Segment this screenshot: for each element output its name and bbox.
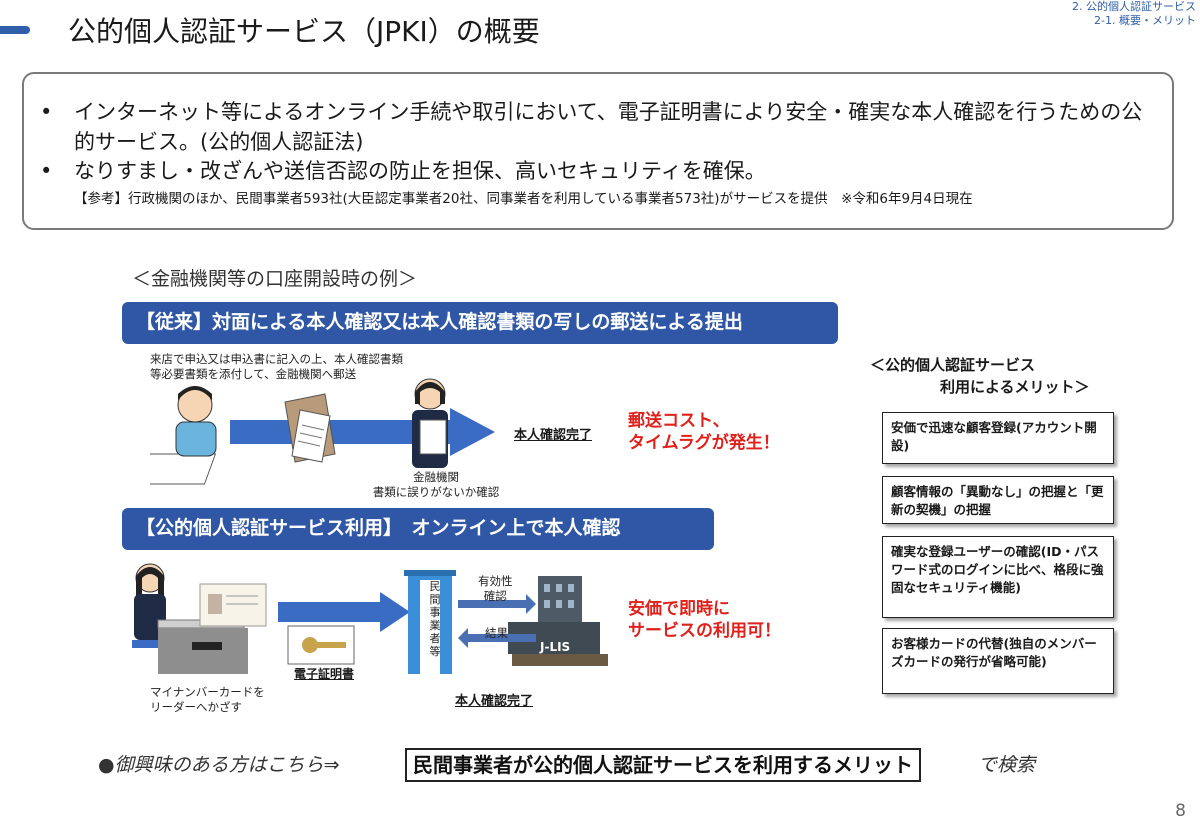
traditional-banner: 【従来】対面による本人確認又は本人確認書類の写しの郵送による提出	[122, 302, 838, 344]
card-caption: マイナンバーカードを リーダーへかざす	[150, 685, 265, 715]
merit-item: お客様カードの代替(独自のメンバーズカードの発行が省略可能)	[882, 628, 1114, 694]
bank-clerk-icon	[412, 378, 448, 468]
jpki-complete-label: 本人確認完了	[455, 694, 534, 709]
certificate-label: 電子証明書	[294, 667, 355, 681]
summary-bullet-2-text: なりすまし・改ざんや送信否認の防止を担保、高いセキュリティを確保。	[74, 159, 766, 183]
card-caption-line-2: リーダーへかざす	[150, 700, 242, 714]
search-term-box: 民間事業者が公的個人認証サービスを利用するメリット	[405, 748, 921, 782]
validity-label-line-2: 確認	[483, 589, 507, 603]
merit-item: 顧客情報の「異動なし」の把握と「更新の契機」の把握	[882, 476, 1114, 524]
bank-label-line-2: 書類に誤りがないか確認	[372, 485, 500, 499]
merits-title-line-1: ＜公的個人認証サービス	[870, 356, 1036, 374]
merits-title-line-2: 利用によるメリット＞	[940, 378, 1090, 396]
example-title: ＜金融機関等の口座開設時の例＞	[132, 268, 418, 290]
customer-figure-icon	[150, 386, 217, 485]
jpki-benefit-line-2: サービスの利用可！	[628, 621, 781, 641]
card-caption-line-1: マイナンバーカードを	[150, 685, 265, 699]
traditional-issue-line-2: タイムラグが発生！	[628, 433, 780, 453]
traditional-caption-line-2: 等必要書類を添付して、金融機関へ郵送	[150, 367, 357, 381]
search-prefix: ●御興味のある方はこちら⇒	[98, 754, 340, 776]
traditional-caption: 来店で申込又は申込書に記入の上、本人確認書類 等必要書類を添付して、金融機関へ郵…	[150, 352, 403, 382]
traditional-issue: 郵送コスト、 タイムラグが発生！	[628, 410, 780, 454]
result-arrow-icon	[458, 628, 536, 648]
validity-label: 有効性 確認	[478, 574, 513, 604]
envelope-icon	[284, 393, 336, 463]
jlis-building-icon	[508, 576, 608, 666]
bank-label: 金融機関 書類に誤りがないか確認	[356, 470, 516, 500]
jpki-illustration	[132, 563, 608, 674]
traditional-issue-line-1: 郵送コスト、	[628, 411, 730, 431]
result-label: 結果	[485, 626, 508, 640]
flow-arrow-icon	[230, 408, 495, 456]
page-title: 公的個人認証サービス（JPKI）の概要	[68, 15, 540, 48]
jlis-label: J-LIS	[540, 640, 571, 654]
company-building-icon	[404, 570, 456, 674]
section-indicator: 2. 公的個人認証サービス 2-1. 概要・メリット	[1072, 0, 1196, 28]
merits-title: ＜公的個人認証サービス 利用によるメリット＞	[870, 354, 1090, 398]
traditional-complete-label: 本人確認完了	[514, 428, 593, 443]
bullet-dot: •	[40, 100, 53, 124]
certificate-icon	[287, 625, 355, 665]
merit-item: 安価で迅速な顧客登録(アカウント開設)	[882, 412, 1114, 464]
search-suffix: で検索	[978, 754, 1036, 776]
validity-arrow-icon	[458, 594, 536, 614]
summary-bullet-1: • インターネット等によるオンライン手続や取引において、電子証明書により安全・確…	[40, 97, 1160, 157]
section-line-1: 2. 公的個人認証サービス	[1072, 0, 1196, 13]
validity-label-line-1: 有効性	[478, 574, 513, 588]
jpki-benefit: 安価で即時に サービスの利用可！	[628, 598, 781, 642]
summary-bullet-1-text: インターネット等によるオンライン手続や取引において、電子証明書により安全・確実な…	[74, 100, 1143, 154]
jpki-benefit-line-1: 安価で即時に	[628, 599, 730, 619]
mynumber-card-icon	[199, 583, 267, 627]
traditional-caption-line-1: 来店で申込又は申込書に記入の上、本人確認書類	[150, 352, 403, 366]
page-number: 8	[1175, 801, 1186, 821]
jpki-banner: 【公的個人認証サービス利用】 オンライン上で本人確認	[122, 508, 714, 550]
title-accent-bar	[0, 26, 30, 34]
bank-label-line-1: 金融機関	[413, 470, 459, 484]
section-line-2: 2-1. 概要・メリット	[1094, 14, 1196, 27]
traditional-illustration	[150, 378, 495, 485]
summary-bullet-2: • なりすまし・改ざんや送信否認の防止を担保、高いセキュリティを確保。	[40, 156, 1160, 186]
flow-arrow-icon	[278, 592, 410, 632]
merit-item: 確実な登録ユーザーの確認(ID・パスワード式のログインに比べ、格段に強固なセキュ…	[882, 536, 1114, 618]
reference-note: 【参考】行政機関のほか、民間事業者593社(大臣認定事業者20社、同事業者を利用…	[74, 191, 973, 207]
building-label: 民間事業者等	[429, 580, 441, 658]
summary-box	[22, 72, 1174, 230]
bullet-dot: •	[40, 159, 53, 183]
